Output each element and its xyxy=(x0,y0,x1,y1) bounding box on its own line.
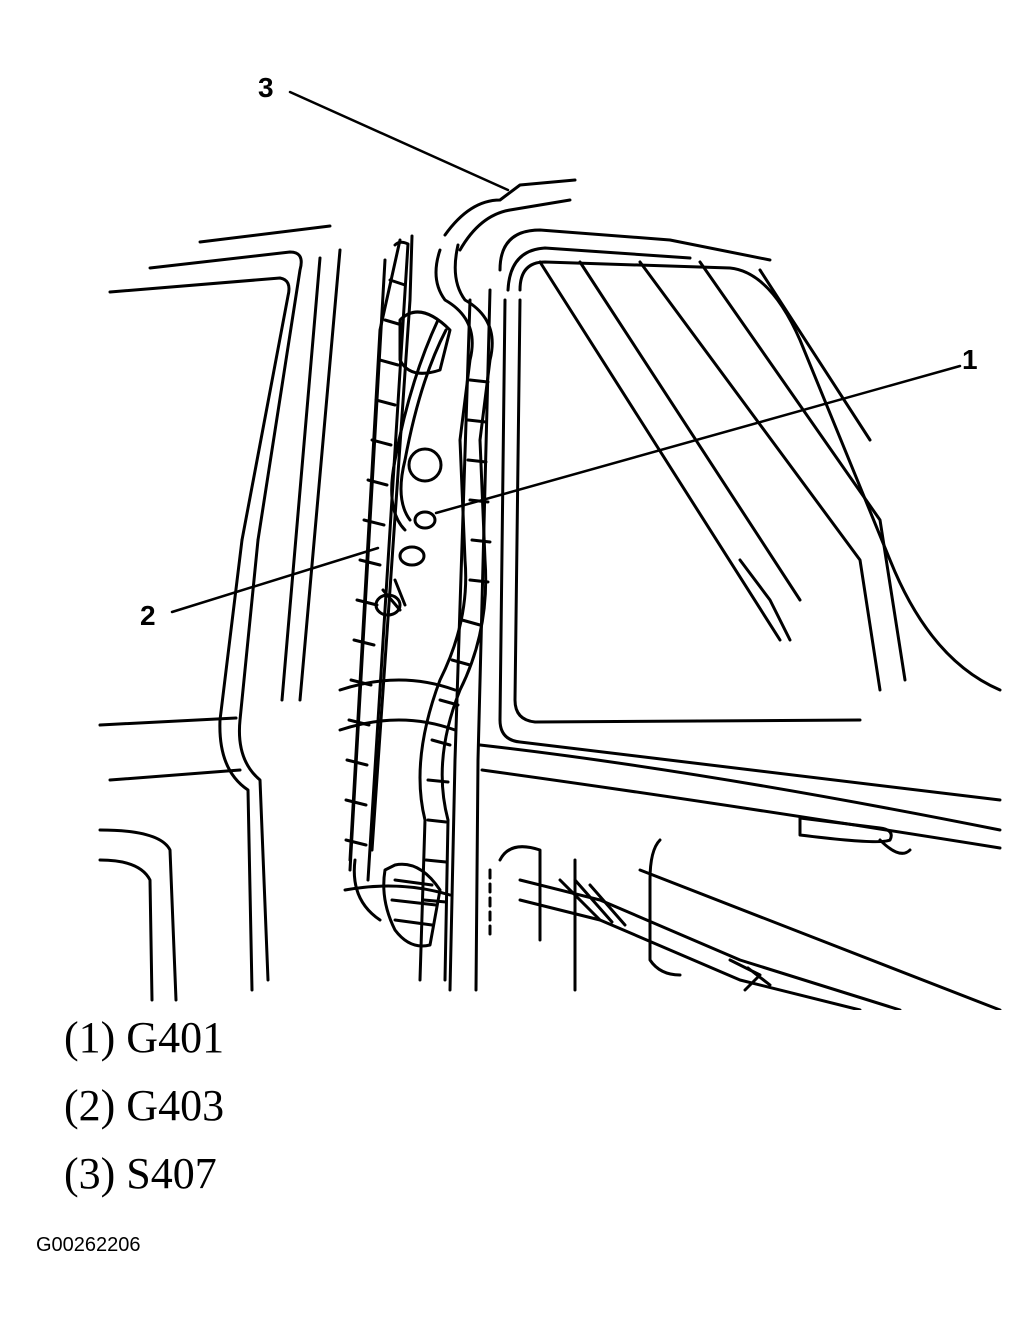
harness-connector xyxy=(382,862,442,948)
left-door-frame xyxy=(98,224,342,1002)
rear-window-frame xyxy=(478,228,1002,855)
lower-trim-and-rod xyxy=(488,838,1002,1010)
ground-bolts xyxy=(374,310,452,617)
legend-item-s407: (3) S407 xyxy=(64,1149,217,1198)
legend-item-g403: (2) G403 xyxy=(64,1081,225,1130)
body-pillar xyxy=(338,234,492,992)
leader-line-1 xyxy=(434,364,962,515)
callout-1: 1 xyxy=(962,344,978,375)
pillar-wiring-illustration xyxy=(98,90,1002,1010)
figure-id: G00262206 xyxy=(36,1234,141,1256)
callout-2: 2 xyxy=(140,600,156,631)
legend-item-g401: (1) G401 xyxy=(64,1013,225,1062)
leader-line-2 xyxy=(170,546,380,614)
callout-legend: (1) G401 (2) G403 (3) S407 xyxy=(64,1012,224,1216)
taped-harness-left xyxy=(344,240,410,882)
callout-3: 3 xyxy=(258,72,274,103)
leader-line-3 xyxy=(288,90,510,192)
callout-leader-lines xyxy=(170,90,962,614)
main-harness xyxy=(390,178,577,982)
